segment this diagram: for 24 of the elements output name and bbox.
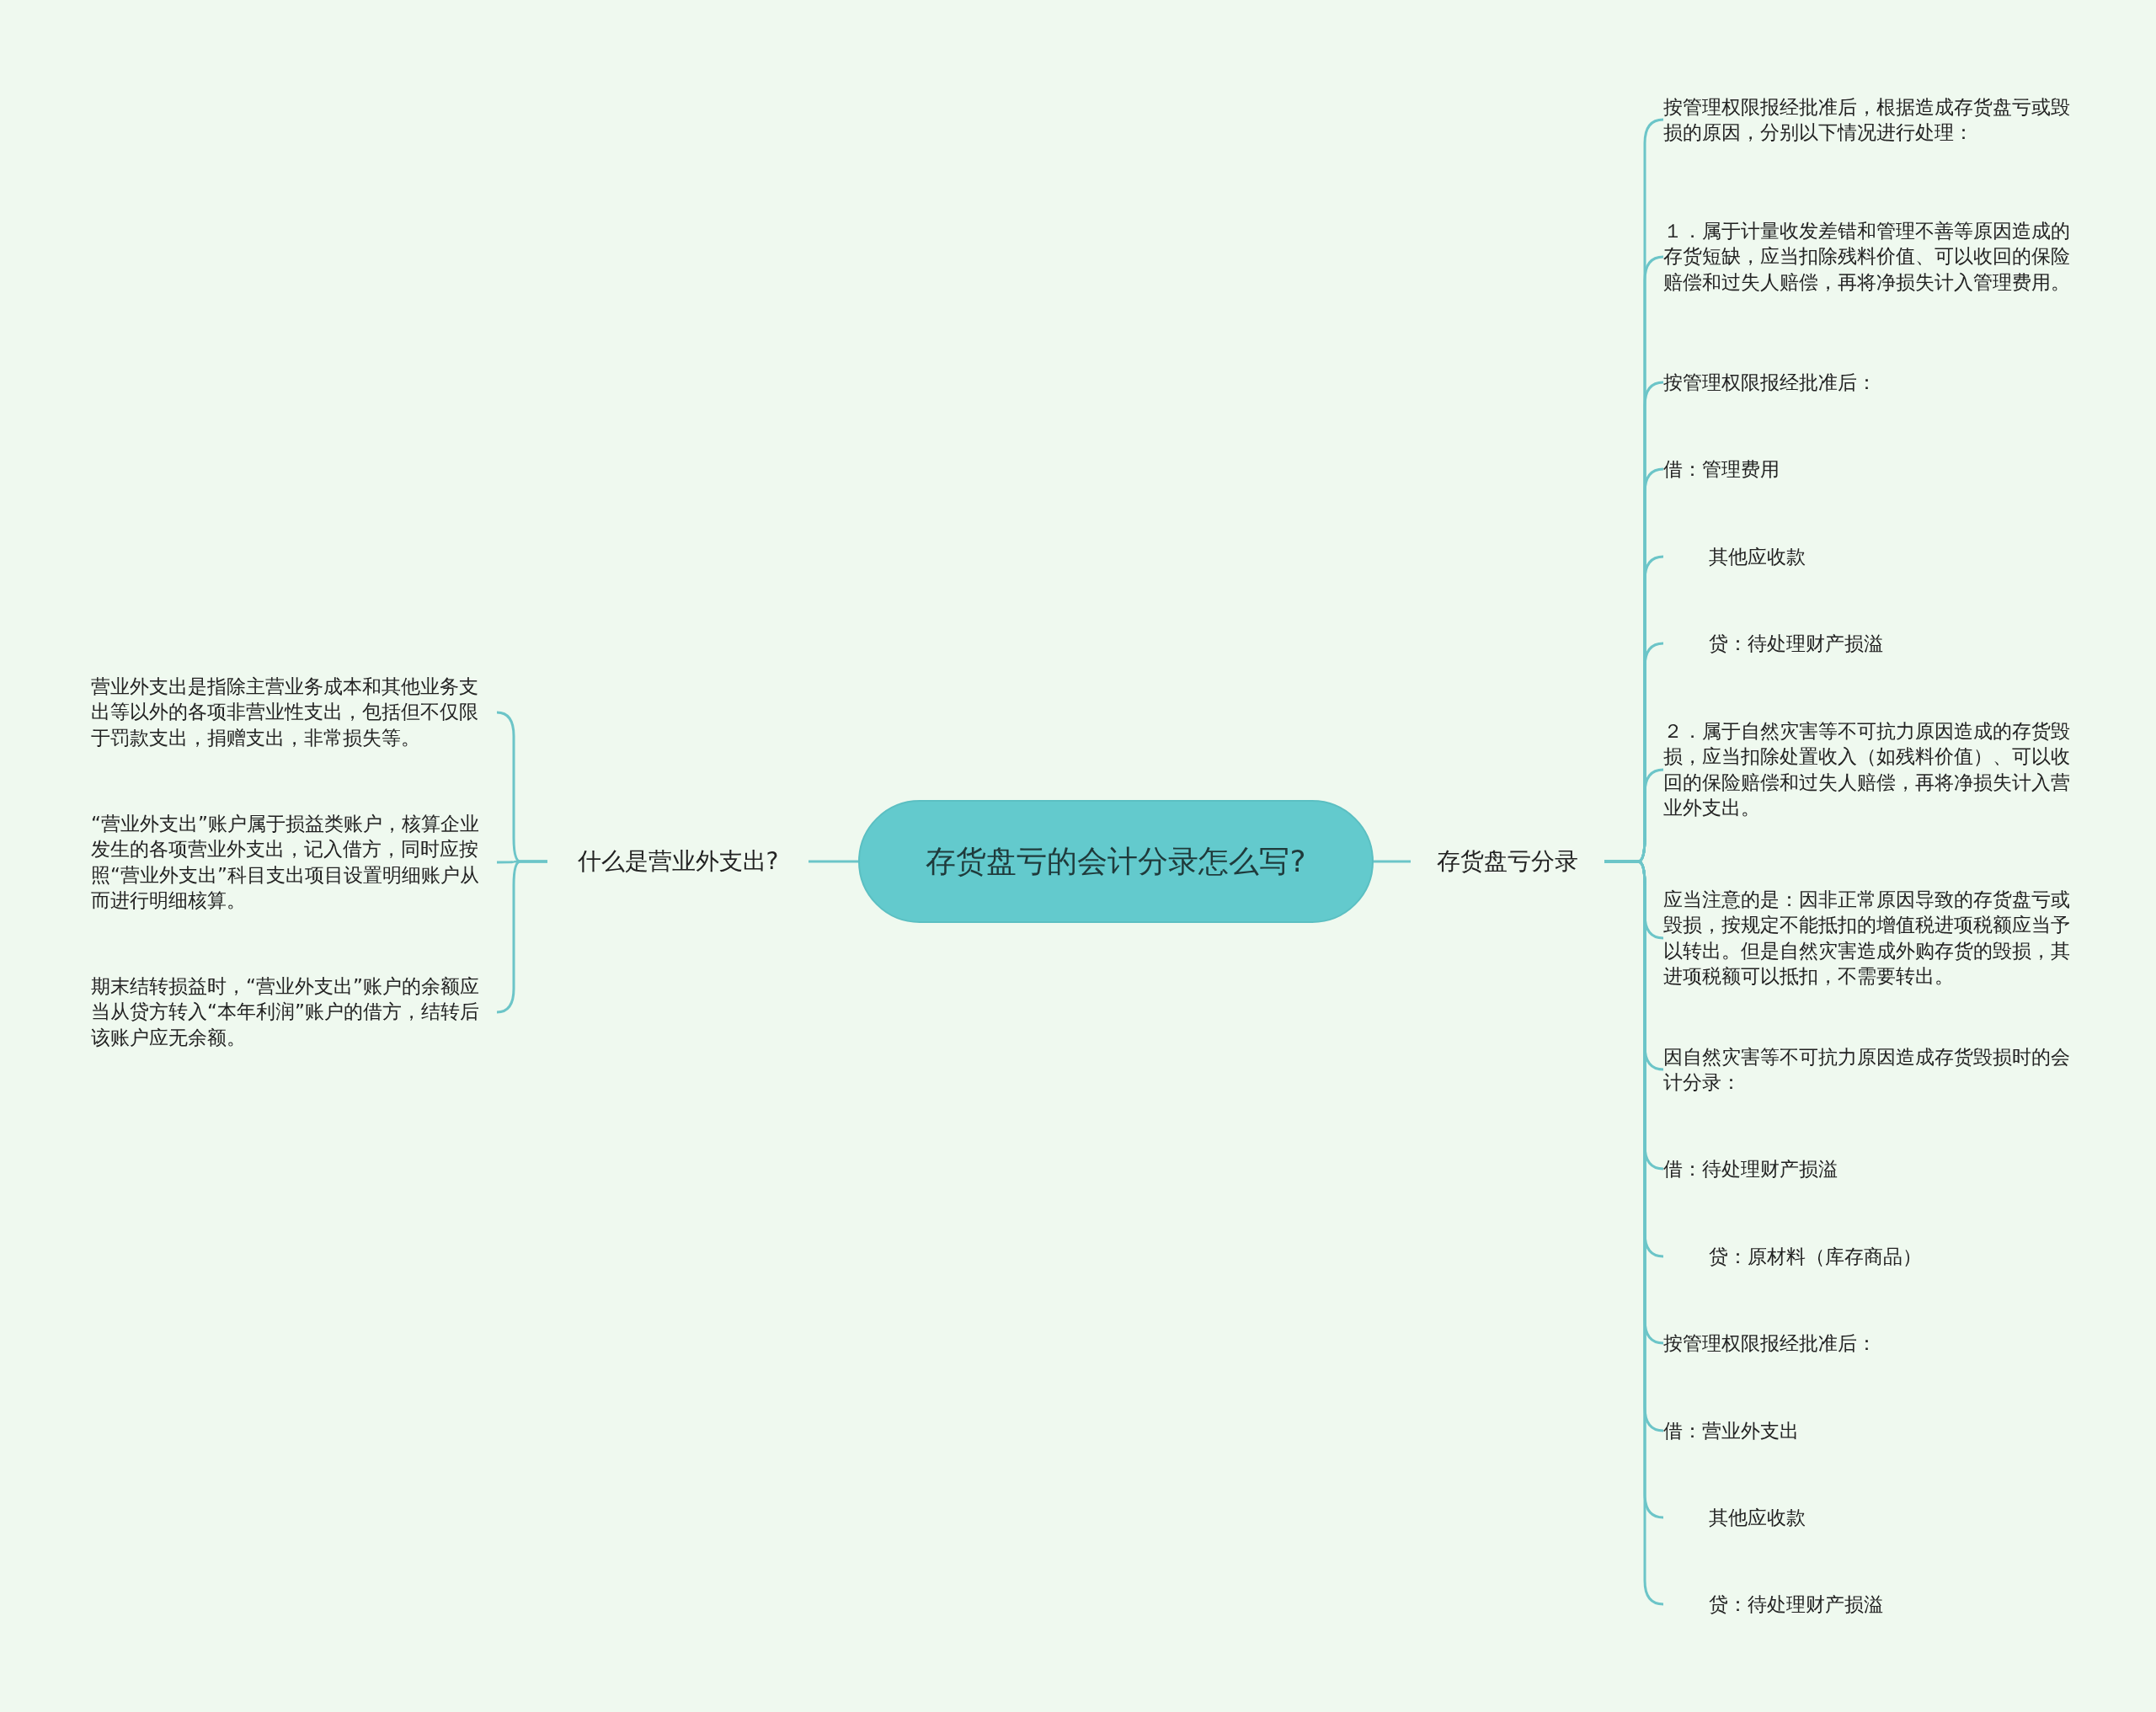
leaf-text: “营业外支出”账户属于损益类账户，核算企业发生的各项营业外支出，记入借方，同时应按照“营业外支出”科目支出项目设置明细账户从而进行明细核算。 xyxy=(91,811,497,914)
connector-line xyxy=(1374,860,1411,863)
branch-label: 存货盘亏分录 xyxy=(1411,842,1604,881)
leaf-text: ２．属于自然灾害等不可抗力原因造成的存货毁损，应当扣除处置收入（如残料价值）、可以收回的保险赔偿和过失人赔偿，再将净损失计入营业外支出。 xyxy=(1663,718,2076,821)
leaf-text: 按管理权限报经批准后，根据造成存货盘亏或毁损的原因，分别以下情况进行处理： xyxy=(1663,93,2076,146)
connector-line xyxy=(496,860,547,1014)
leaf-text: 期末结转损益时，“营业外支出”账户的余额应当从贷方转入“本年利润”账户的借方，结转后该账户应无余额。 xyxy=(91,973,497,1051)
leaf-text: 借：待处理财产损溢 xyxy=(1663,1155,2076,1182)
leaf-text: 按管理权限报经批准后： xyxy=(1663,369,2076,396)
leaf-text: 按管理权限报经批准后： xyxy=(1663,1330,2076,1357)
leaf-text: 贷：原材料（库存商品） xyxy=(1663,1243,2076,1270)
leaf-text: 营业外支出是指除主营业务成本和其他业务支出等以外的各项非营业性支出，包括但不仅限于罚款支出，捐赠支出，非常损失等。 xyxy=(91,674,497,751)
leaf-text: 其他应收款 xyxy=(1663,543,2076,570)
branch-label: 什么是营业外支出? xyxy=(547,842,808,881)
leaf-text: 借：营业外支出 xyxy=(1663,1417,2076,1444)
leaf-text: 贷：待处理财产损溢 xyxy=(1663,630,2076,657)
leaf-text: 借：管理费用 xyxy=(1663,456,2076,483)
leaf-text: 应当注意的是：因非正常原因导致的存货盘亏或毁损，按规定不能抵扣的增值税进项税额应当予以转出。但是自然灾害造成外购存货的毁损，其进项税额可以抵扣，不需要转出。 xyxy=(1663,887,2076,989)
topic-box: 存货盘亏的会计分录怎么写? xyxy=(858,800,1374,923)
leaf-text: 其他应收款 xyxy=(1663,1504,2076,1531)
connector-line xyxy=(808,860,858,863)
leaf-text: 贷：待处理财产损溢 xyxy=(1663,1591,2076,1618)
leaf-text: １．属于计量收发差错和管理不善等原因造成的存货短缺，应当扣除残料价值、可以收回的保险赔偿和过失人赔偿，再将净损失计入管理费用。 xyxy=(1663,218,2076,296)
leaf-text: 因自然灾害等不可抗力原因造成存货毁损时的会计分录： xyxy=(1663,1043,2076,1096)
